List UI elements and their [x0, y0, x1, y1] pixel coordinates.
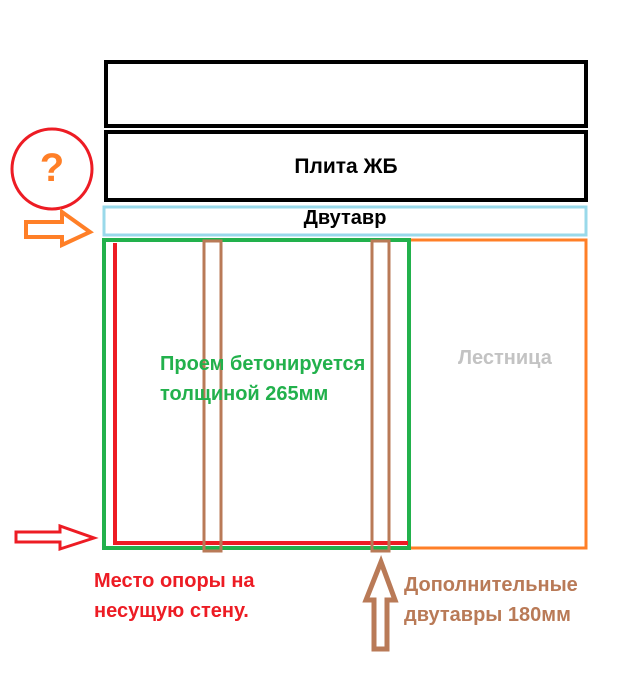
- question-circle-icon: [10, 127, 94, 211]
- beam-arrow-right-arrow-icon: [24, 208, 94, 249]
- support-label-line1: Место опоры на: [94, 570, 255, 592]
- support-wall-line: [113, 243, 408, 545]
- i-beam-rect: [102, 205, 588, 237]
- support-arrow-right-arrow-icon: [14, 523, 99, 552]
- extra-beams-label-line1: Дополнительные: [404, 574, 578, 596]
- opening-label-line1: Проем бетонируется: [160, 353, 366, 375]
- opening-outline: [102, 238, 411, 550]
- extra-beam-up-arrow-icon: [362, 554, 399, 652]
- rc-slab-rect: [104, 130, 588, 202]
- extra-beam-right: [370, 239, 391, 553]
- beam-label: Двутавр: [303, 207, 387, 229]
- stairs-outline: [410, 238, 588, 550]
- support-label: Место опоры на несущую стену.: [94, 566, 255, 626]
- top-slab-rect: [104, 60, 588, 128]
- slab-label: Плита ЖБ: [294, 155, 398, 178]
- stairs-label: Лестница: [458, 347, 552, 369]
- opening-label: Проем бетонируется толщиной 265мм: [160, 349, 365, 409]
- support-label-line2: несущую стену.: [94, 600, 249, 622]
- extra-beams-label-line2: двутавры 180мм: [404, 604, 571, 626]
- question-mark: ?: [39, 146, 65, 190]
- extra-beams-label: Дополнительные двутавры 180мм: [404, 570, 578, 630]
- opening-label-line2: толщиной 265мм: [160, 383, 329, 405]
- extra-beam-left: [202, 239, 223, 553]
